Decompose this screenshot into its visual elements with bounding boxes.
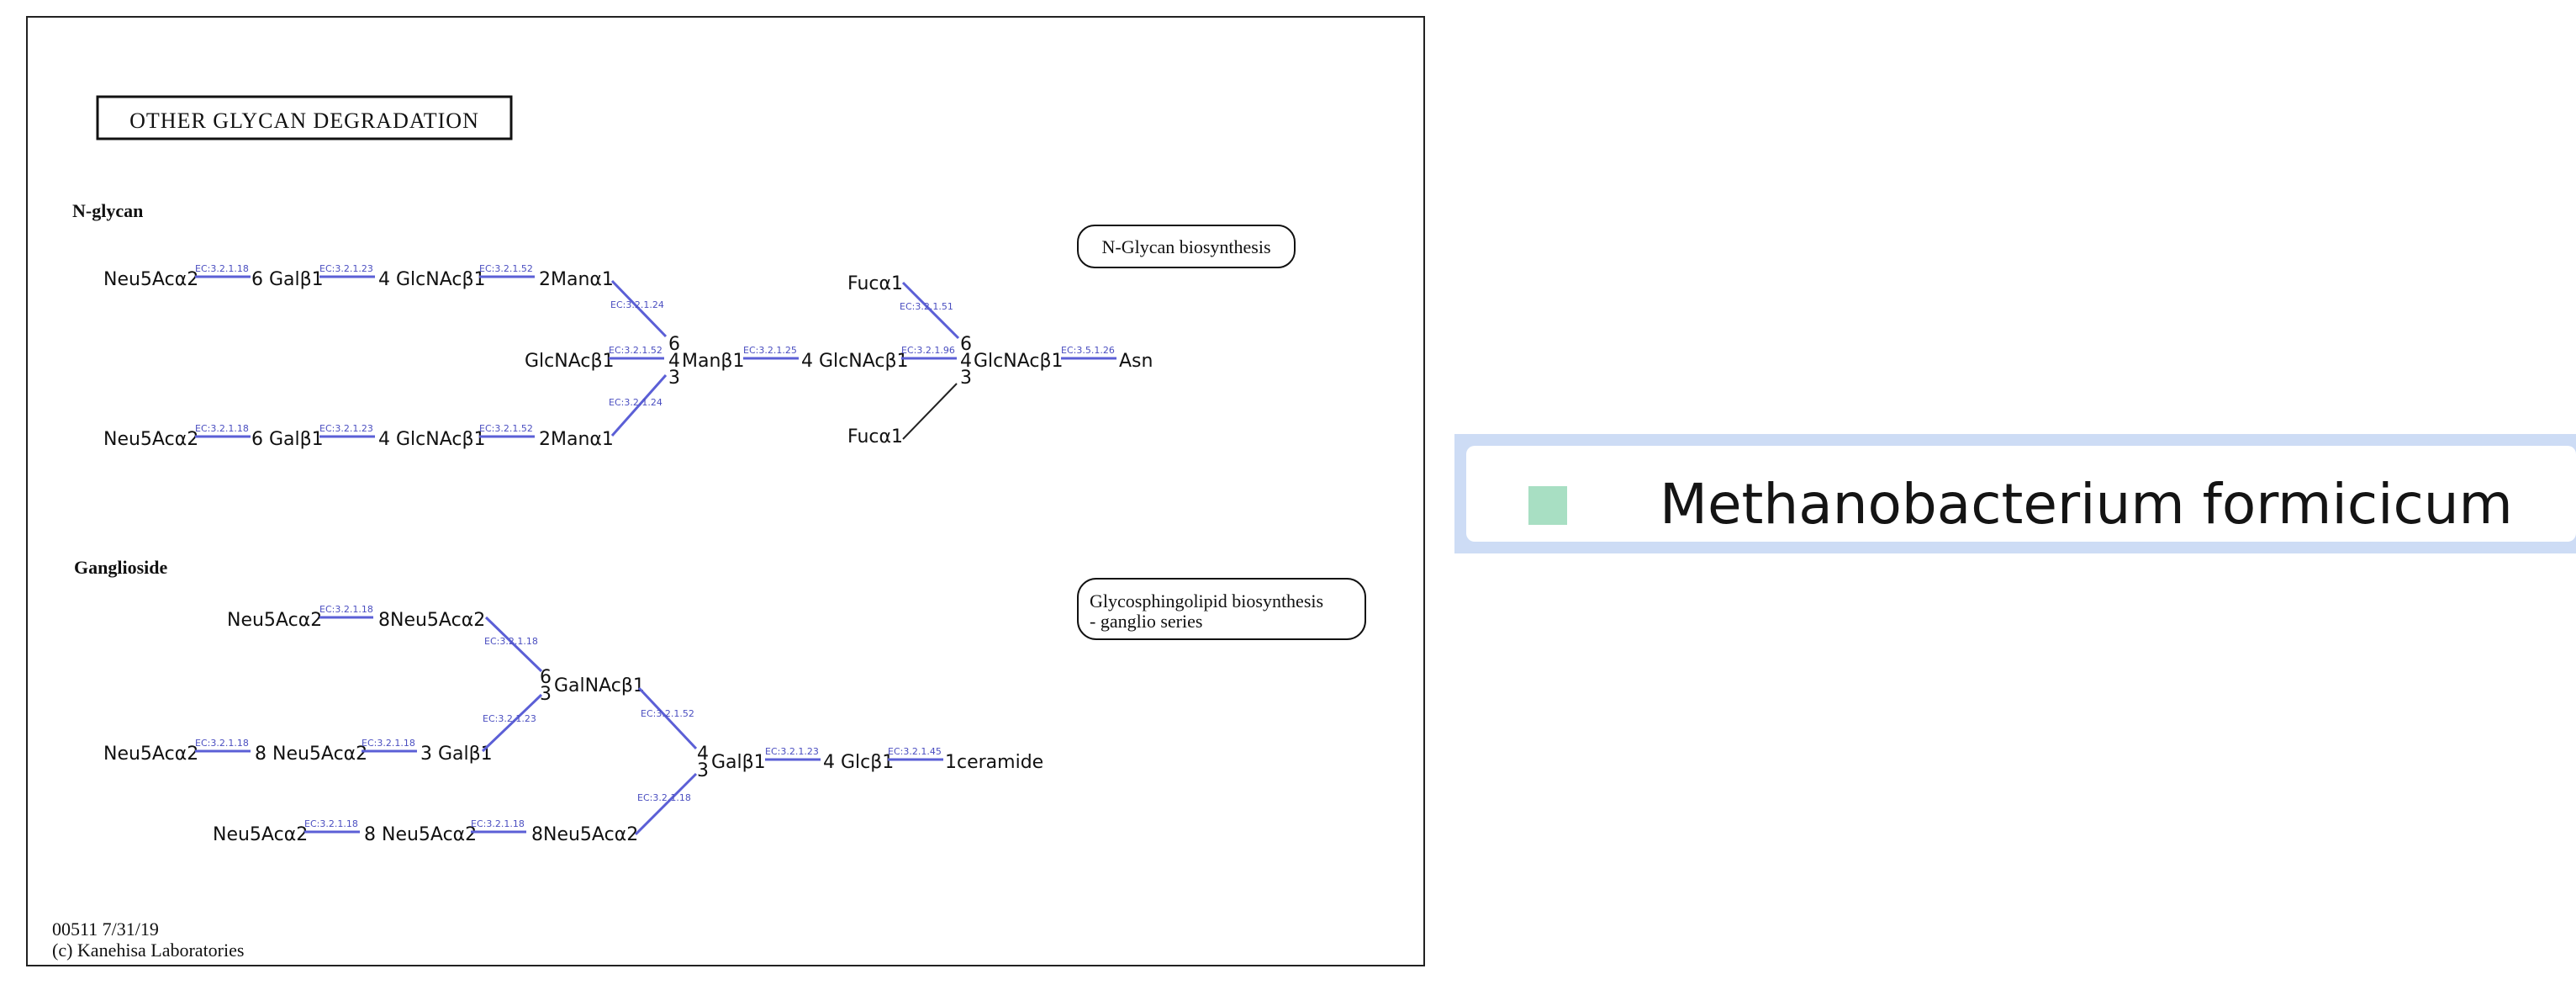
glycosphingolipid-biosynthesis-link[interactable]: Glycosphingolipid biosynthesis - ganglio…	[1077, 578, 1366, 640]
map-title: OTHER GLYCAN DEGRADATION	[129, 109, 479, 133]
position-number: 3	[697, 760, 709, 781]
map-id-date: 00511 7/31/19	[52, 919, 159, 940]
ganglioside-node: Neu5Acα2	[103, 744, 198, 765]
glycosphingolipid-label-line1: Glycosphingolipid biosynthesis	[1090, 590, 1323, 611]
ec-number[interactable]: EC:3.2.1.24	[609, 397, 662, 408]
ec-number[interactable]: EC:3.2.1.52	[641, 708, 694, 719]
nglycan-node: Fucα1	[847, 426, 903, 447]
ec-number[interactable]: EC:3.2.1.18	[195, 423, 249, 434]
position-number: 4	[960, 351, 972, 372]
ec-number[interactable]: EC:3.2.1.18	[195, 738, 249, 749]
ganglioside-node: 4 Glcβ1	[823, 752, 894, 773]
section-nglycan: N-glycan	[72, 200, 143, 221]
ec-number[interactable]: EC:3.2.1.24	[610, 299, 664, 310]
ec-number[interactable]: EC:3.2.1.18	[362, 738, 415, 749]
ganglioside-node: 8 Neu5Acα2	[364, 824, 477, 845]
ec-number[interactable]: EC:3.2.1.18	[637, 792, 691, 803]
ganglioside-node: 3 Galβ1	[420, 744, 493, 765]
nglycan-node: Fucα1	[847, 273, 903, 294]
enzyme-edge[interactable]	[637, 686, 698, 750]
ec-number[interactable]: EC:3.2.1.23	[765, 746, 819, 757]
nglycan-node: GlcNAcβ1	[525, 351, 615, 372]
nglycan-node: 4 GlcNAcβ1	[378, 269, 486, 290]
ec-number[interactable]: EC:3.2.1.23	[319, 263, 373, 274]
ec-number[interactable]: EC:3.2.1.45	[888, 746, 942, 757]
ec-number[interactable]: EC:3.2.1.25	[743, 345, 797, 356]
ec-number[interactable]: EC:3.2.1.18	[471, 818, 525, 829]
ec-number[interactable]: EC:3.2.1.18	[195, 263, 249, 274]
nglycan-node: 4 GlcNAcβ1	[378, 429, 486, 450]
ec-number[interactable]: EC:3.2.1.52	[479, 263, 533, 274]
nglycan-biosynthesis-label: N-Glycan biosynthesis	[1101, 236, 1270, 257]
nglycan-node: Asn	[1119, 351, 1153, 372]
nglycan-node: GlcNAcβ1	[974, 351, 1064, 372]
nglycan-node: 2Manα1	[539, 429, 614, 450]
nglycan-node: 6 Galβ1	[251, 429, 324, 450]
nglycan-biosynthesis-link[interactable]: N-Glycan biosynthesis	[1077, 225, 1296, 268]
ec-number[interactable]: EC:3.2.1.18	[304, 818, 358, 829]
position-number: 4	[697, 744, 709, 765]
nglycan-node: Neu5Acα2	[103, 269, 198, 290]
ganglioside-node: Neu5Acα2	[227, 610, 322, 631]
ec-number[interactable]: EC:3.2.1.18	[484, 636, 538, 647]
ec-number[interactable]: EC:3.2.1.18	[319, 604, 373, 615]
nglycan-node: 4 GlcNAcβ1	[801, 351, 909, 372]
section-ganglioside: Ganglioside	[74, 557, 167, 578]
organism-name: Methanobacterium formicicum	[1660, 472, 2513, 537]
enzyme-edge[interactable]	[901, 281, 960, 340]
enzyme-edge[interactable]	[634, 772, 698, 836]
ganglioside-node: GalNAcβ1	[554, 675, 645, 696]
enzyme-edge[interactable]	[610, 374, 668, 437]
position-number: 3	[540, 684, 552, 705]
ec-number[interactable]: EC:3.5.1.26	[1061, 345, 1115, 356]
ec-number[interactable]: EC:3.2.1.52	[609, 345, 662, 356]
map-copyright: (c) Kanehisa Laboratories	[52, 940, 244, 961]
ganglioside-node: Galβ1	[711, 752, 766, 773]
enzyme-edge[interactable]	[484, 616, 543, 673]
map-border	[26, 16, 1425, 966]
glycosphingolipid-label-line2: - ganglio series	[1090, 611, 1202, 632]
ec-number[interactable]: EC:3.2.1.51	[900, 301, 953, 312]
ganglioside-node: 8 Neu5Acα2	[255, 744, 367, 765]
enzyme-edge[interactable]	[481, 693, 543, 753]
ganglioside-node: 1ceramide	[945, 752, 1043, 773]
ganglioside-node: 8Neu5Acα2	[378, 610, 485, 631]
position-number: 6	[540, 667, 552, 688]
enzyme-edge[interactable]	[610, 279, 668, 338]
legend-item[interactable]: Methanobacterium formicicum	[1466, 446, 2576, 542]
ganglioside-node: Neu5Acα2	[213, 824, 308, 845]
ganglioside-node: 8Neu5Acα2	[531, 824, 638, 845]
title-box	[96, 95, 513, 140]
ec-number[interactable]: EC:3.2.1.52	[479, 423, 533, 434]
organism-color-swatch	[1528, 486, 1567, 525]
ec-number[interactable]: EC:3.2.1.23	[319, 423, 373, 434]
position-number: 3	[668, 368, 680, 389]
non-enzymatic-edge	[902, 383, 958, 440]
nglycan-node: 2Manα1	[539, 269, 614, 290]
nglycan-node: 6 Galβ1	[251, 269, 324, 290]
ec-number[interactable]: EC:3.2.1.96	[901, 345, 955, 356]
position-number: 6	[960, 334, 972, 355]
nglycan-node: Neu5Acα2	[103, 429, 198, 450]
position-number: 6	[668, 334, 680, 355]
position-number: 4	[668, 351, 680, 372]
organism-legend: Methanobacterium formicicum	[1454, 434, 2576, 553]
position-number: 3	[960, 368, 972, 389]
nglycan-node: Manβ1	[682, 351, 744, 372]
ec-number[interactable]: EC:3.2.1.23	[483, 713, 536, 724]
